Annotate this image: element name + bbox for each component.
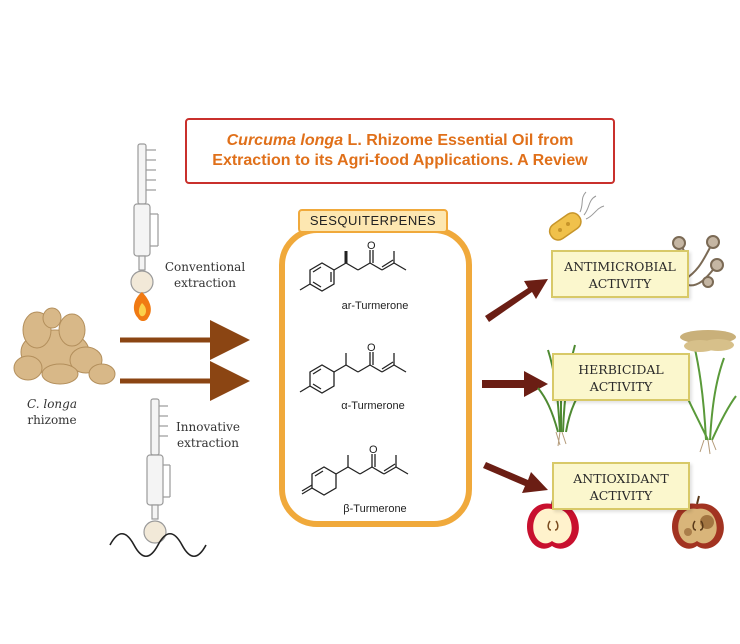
title-italic-species: Curcuma longa [226, 132, 344, 149]
rhizome-label-line-2: rhizome [27, 413, 77, 427]
molecule-name: α-Turmerone [341, 400, 405, 412]
soxhlet-apparatus-icon [143, 398, 171, 544]
activity-line-1: ANTIOXIDANT [573, 471, 669, 486]
antimicrobial-activity-box: ANTIMICROBIAL ACTIVITY [551, 250, 689, 298]
bacteria-icon [548, 191, 605, 241]
rotten-apple-half-icon [672, 495, 724, 549]
soxhlet-apparatus-icon [130, 143, 159, 294]
rhizome-label-line-1: C. longa [26, 397, 77, 411]
activity-arrow [482, 371, 548, 397]
activity-line-2: ACTIVITY [589, 488, 653, 503]
ar-turmerone-structure [299, 250, 407, 292]
title-line-1: Curcuma longa L. Rhizome Essential Oil f… [187, 131, 613, 151]
herbicidal-activity-box: HERBICIDAL ACTIVITY [552, 353, 690, 401]
activity-arrow [485, 279, 548, 322]
rice-plant-icon [680, 330, 737, 455]
title-box: Curcuma longa L. Rhizome Essential Oil f… [185, 118, 615, 184]
activity-line-2: ACTIVITY [589, 379, 653, 394]
molecule-name: β-Turmerone [343, 503, 407, 515]
innovative-label-line-1: Innovative [176, 420, 240, 434]
oxygen-atom-label: O [367, 240, 376, 252]
innovative-label-line-2: extraction [177, 436, 239, 450]
conventional-label-line-1: Conventional [164, 260, 246, 274]
sesquiterpenes-frame [279, 227, 472, 527]
activity-line-1: ANTIMICROBIAL [564, 259, 676, 274]
title-line-1-rest: L. Rhizome Essential Oil from [343, 132, 574, 149]
activity-line-1: HERBICIDAL [578, 362, 664, 377]
oxygen-atom-label: O [369, 444, 378, 456]
beta-turmerone-structure [301, 454, 409, 496]
molecule-name: ar-Turmerone [341, 300, 409, 312]
antioxidant-activity-box: ANTIOXIDANT ACTIVITY [552, 462, 690, 510]
flame-icon [133, 292, 151, 321]
fungus-icon [672, 235, 724, 291]
oxygen-atom-label: O [367, 342, 376, 354]
ginger-rhizome-icon [13, 307, 116, 385]
microwave-wave-icon [109, 532, 207, 558]
alpha-turmerone-structure [299, 352, 407, 394]
rhizome-label: C. longa rhizome [12, 396, 92, 428]
conventional-extraction-label: Conventional extraction [150, 259, 260, 291]
sesquiterpenes-label: SESQUITERPENES [298, 209, 448, 233]
title-line-2: Extraction to its Agri-food Applications… [212, 152, 588, 169]
activity-arrow [483, 462, 548, 493]
conventional-label-line-2: extraction [174, 276, 236, 290]
innovative-extraction-label: Innovative extraction [158, 419, 258, 451]
activity-line-2: ACTIVITY [588, 276, 652, 291]
